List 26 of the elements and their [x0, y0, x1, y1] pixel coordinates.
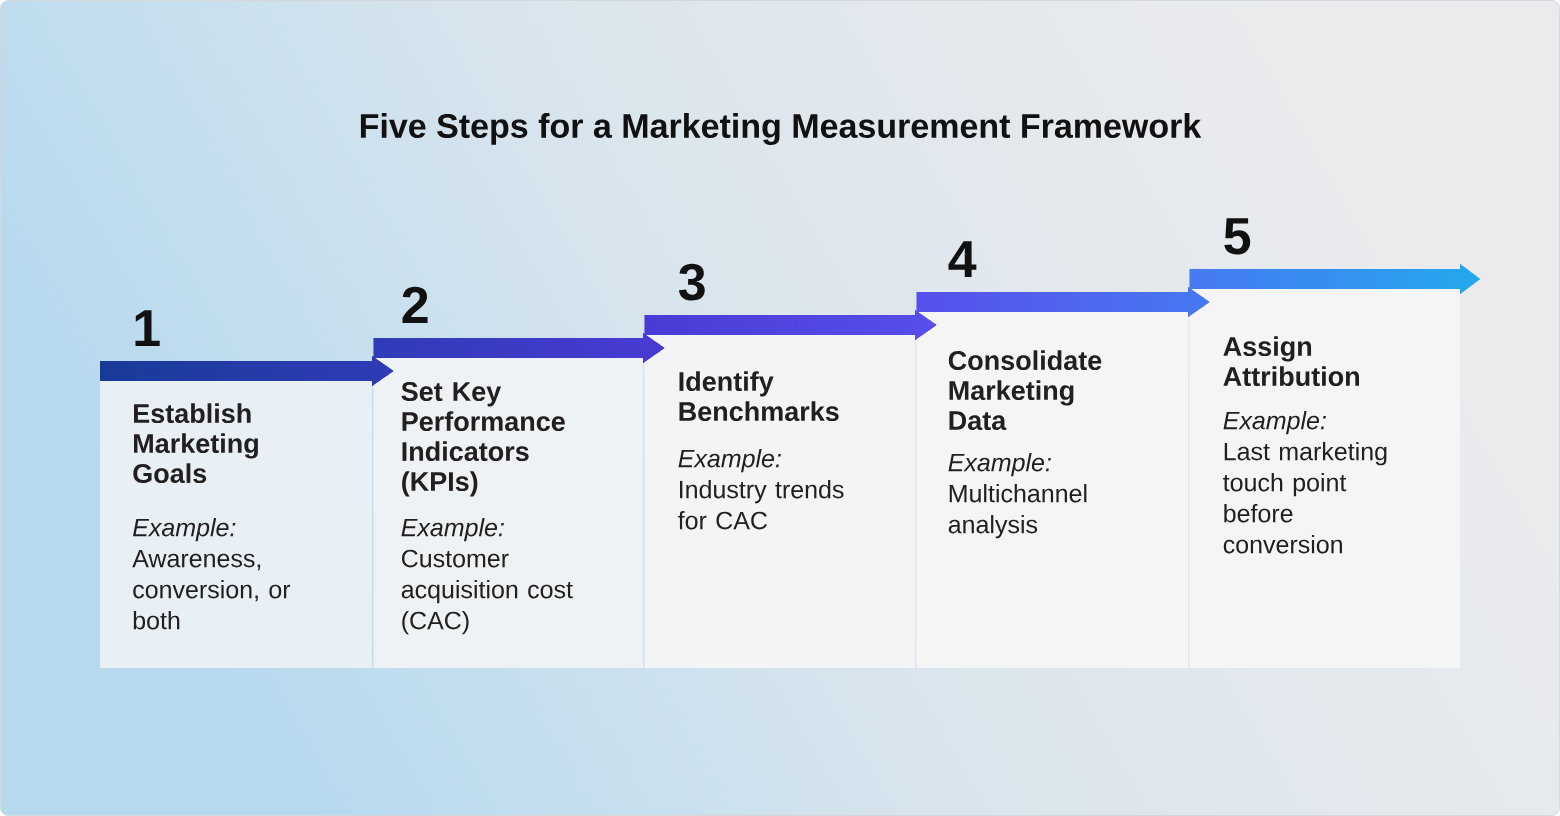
step-number: 4 — [948, 241, 977, 277]
arrow — [916, 287, 1210, 317]
example-label: Example: — [678, 449, 781, 473]
example-label: Example: — [948, 453, 1051, 477]
step-number: 2 — [402, 286, 428, 323]
step-number: 1 — [135, 310, 160, 346]
arrow — [373, 333, 665, 363]
step-description: Industry trends for CAC — [678, 480, 844, 530]
step-description: Awareness, conversion, or both — [132, 549, 291, 630]
step-description: Last marketing touch point before conversion — [1223, 442, 1387, 554]
step-heading: Establish Marketing Goals — [133, 403, 258, 484]
step-heading: Identify Benchmarks — [679, 371, 839, 422]
step-description: Customer acquisition cost (CAC) — [401, 549, 573, 635]
step-heading: Set Key Performance Indicators (KPIs) — [401, 382, 565, 497]
arrow — [644, 310, 937, 340]
example-label: Example: — [1223, 411, 1326, 435]
example-label: Example: — [401, 518, 504, 542]
step-number: 5 — [1224, 218, 1251, 255]
step-number: 3 — [678, 263, 705, 301]
arrow — [100, 356, 394, 386]
step-description: Multichannel analysis — [948, 484, 1087, 539]
step-heading: Assign Attribution — [1223, 336, 1359, 387]
step-heading: Consolidate Marketing Data — [948, 350, 1102, 431]
arrow — [1189, 264, 1480, 294]
title: Five Steps for a Marketing Measurement Framework — [360, 113, 1202, 145]
example-label: Example: — [133, 518, 236, 542]
